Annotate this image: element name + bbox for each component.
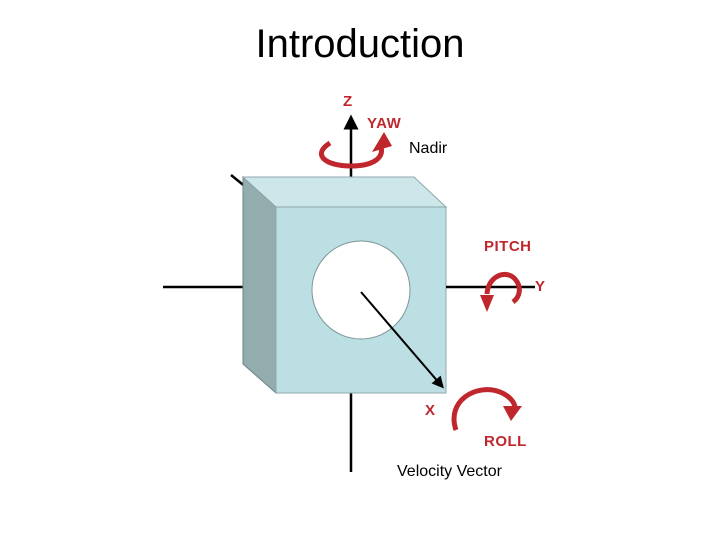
- pitch-rotation-arrow: [484, 272, 522, 305]
- z-axis-label: Z: [343, 93, 353, 110]
- nadir-caption: Nadir: [409, 140, 448, 157]
- cube-aperture: [311, 240, 411, 340]
- roll-label: ROLL: [484, 433, 527, 450]
- pitch-arrowhead: [480, 295, 494, 312]
- x-axis-line: [360, 291, 444, 389]
- roll-rotation-arrow: [451, 387, 518, 431]
- yaw-arrowhead: [372, 132, 392, 152]
- velocity-vector-caption: Velocity Vector: [397, 463, 503, 480]
- yaw-label: YAW: [367, 115, 402, 132]
- cube-side-face: [242, 175, 277, 395]
- x-axis-label: X: [425, 402, 436, 419]
- yaw-rotation-arrow: [319, 140, 384, 169]
- slide-title: Introduction: [255, 22, 465, 66]
- cube-top-face: [241, 176, 448, 208]
- pitch-label: PITCH: [484, 238, 532, 255]
- y-axis-label: Y: [535, 278, 546, 295]
- roll-arrowhead: [503, 406, 522, 421]
